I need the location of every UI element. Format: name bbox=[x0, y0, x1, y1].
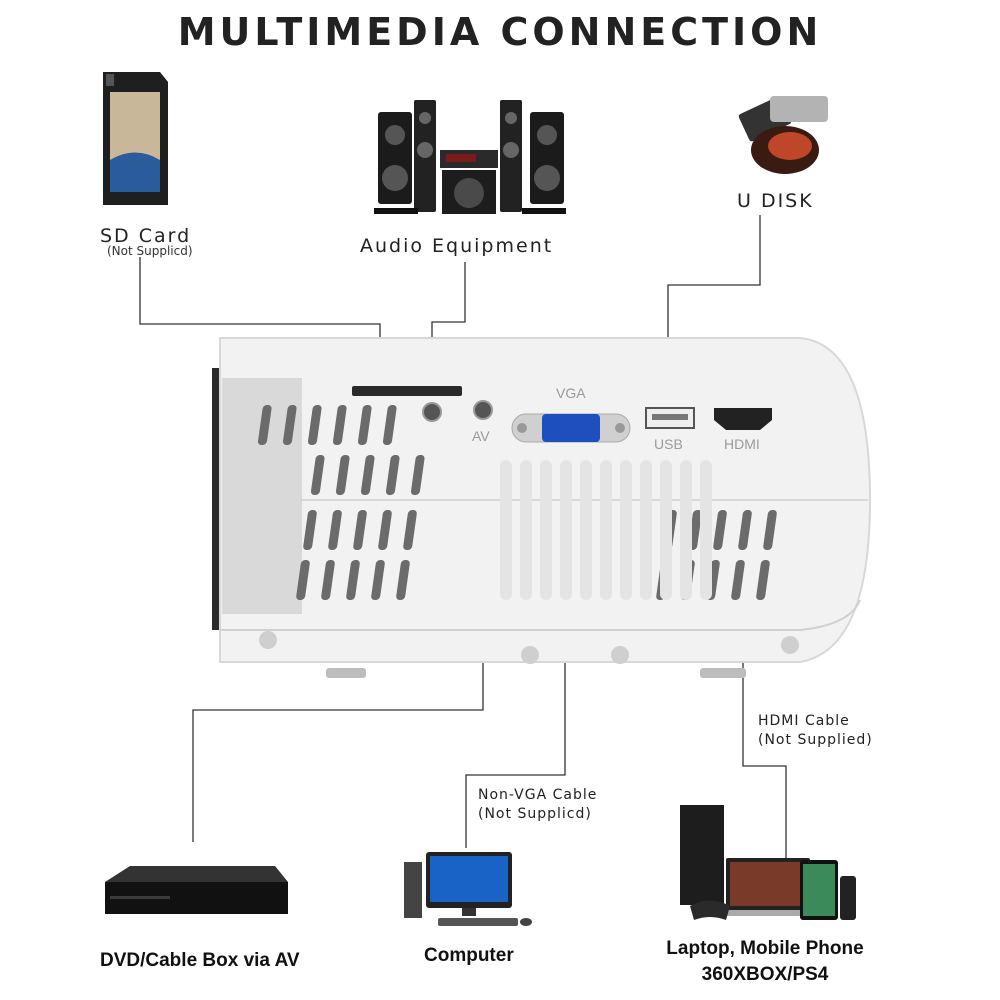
usb-drive-icon bbox=[738, 96, 828, 174]
vga-cable-caption: Non-VGA Cable (Not Supplicd) bbox=[478, 786, 597, 824]
vga-port-label: VGA bbox=[556, 385, 586, 401]
hdmi-port bbox=[714, 408, 772, 430]
sd-card-note: (Not Supplicd) bbox=[107, 244, 193, 258]
sd-card-icon bbox=[103, 72, 168, 205]
computer-label: Computer bbox=[424, 945, 514, 966]
hdmi-cable-line1: HDMI Cable bbox=[758, 713, 850, 729]
av-jack bbox=[473, 400, 493, 420]
audio-equipment-label: Audio Equipment bbox=[360, 235, 554, 257]
page-title: MULTIMEDIA CONNECTION bbox=[177, 10, 823, 54]
sd-card-slot bbox=[352, 386, 462, 396]
hdmi-port-label: HDMI bbox=[724, 436, 760, 452]
vent-ribs bbox=[500, 460, 712, 600]
vga-cable-line1: Non-VGA Cable bbox=[478, 787, 598, 803]
av-port-label: AV bbox=[472, 428, 490, 444]
udisk-label: U DISK bbox=[737, 190, 814, 212]
vga-cable-line2: (Not Supplicd) bbox=[478, 806, 592, 822]
port-panel bbox=[352, 386, 772, 443]
laptop-phone-console-icon bbox=[680, 805, 856, 920]
audio-equipment-icon bbox=[374, 100, 566, 214]
laptop-label: Laptop, Mobile Phone 360XBOX/PS4 bbox=[660, 936, 870, 988]
laptop-label-line2: 360XBOX/PS4 bbox=[701, 964, 829, 985]
hdmi-cable-line2: (Not Supplied) bbox=[758, 732, 873, 748]
usb-port-label: USB bbox=[654, 436, 683, 452]
sd-card-label: SD Card bbox=[100, 225, 192, 247]
headphone-jack bbox=[422, 402, 442, 422]
dvd-label: DVD/Cable Box via AV bbox=[100, 950, 300, 971]
dvd-player-icon bbox=[105, 866, 288, 914]
computer-icon bbox=[404, 852, 532, 926]
hdmi-cable-caption: HDMI Cable (Not Supplied) bbox=[758, 712, 873, 750]
laptop-label-line1: Laptop, Mobile Phone bbox=[666, 938, 864, 959]
